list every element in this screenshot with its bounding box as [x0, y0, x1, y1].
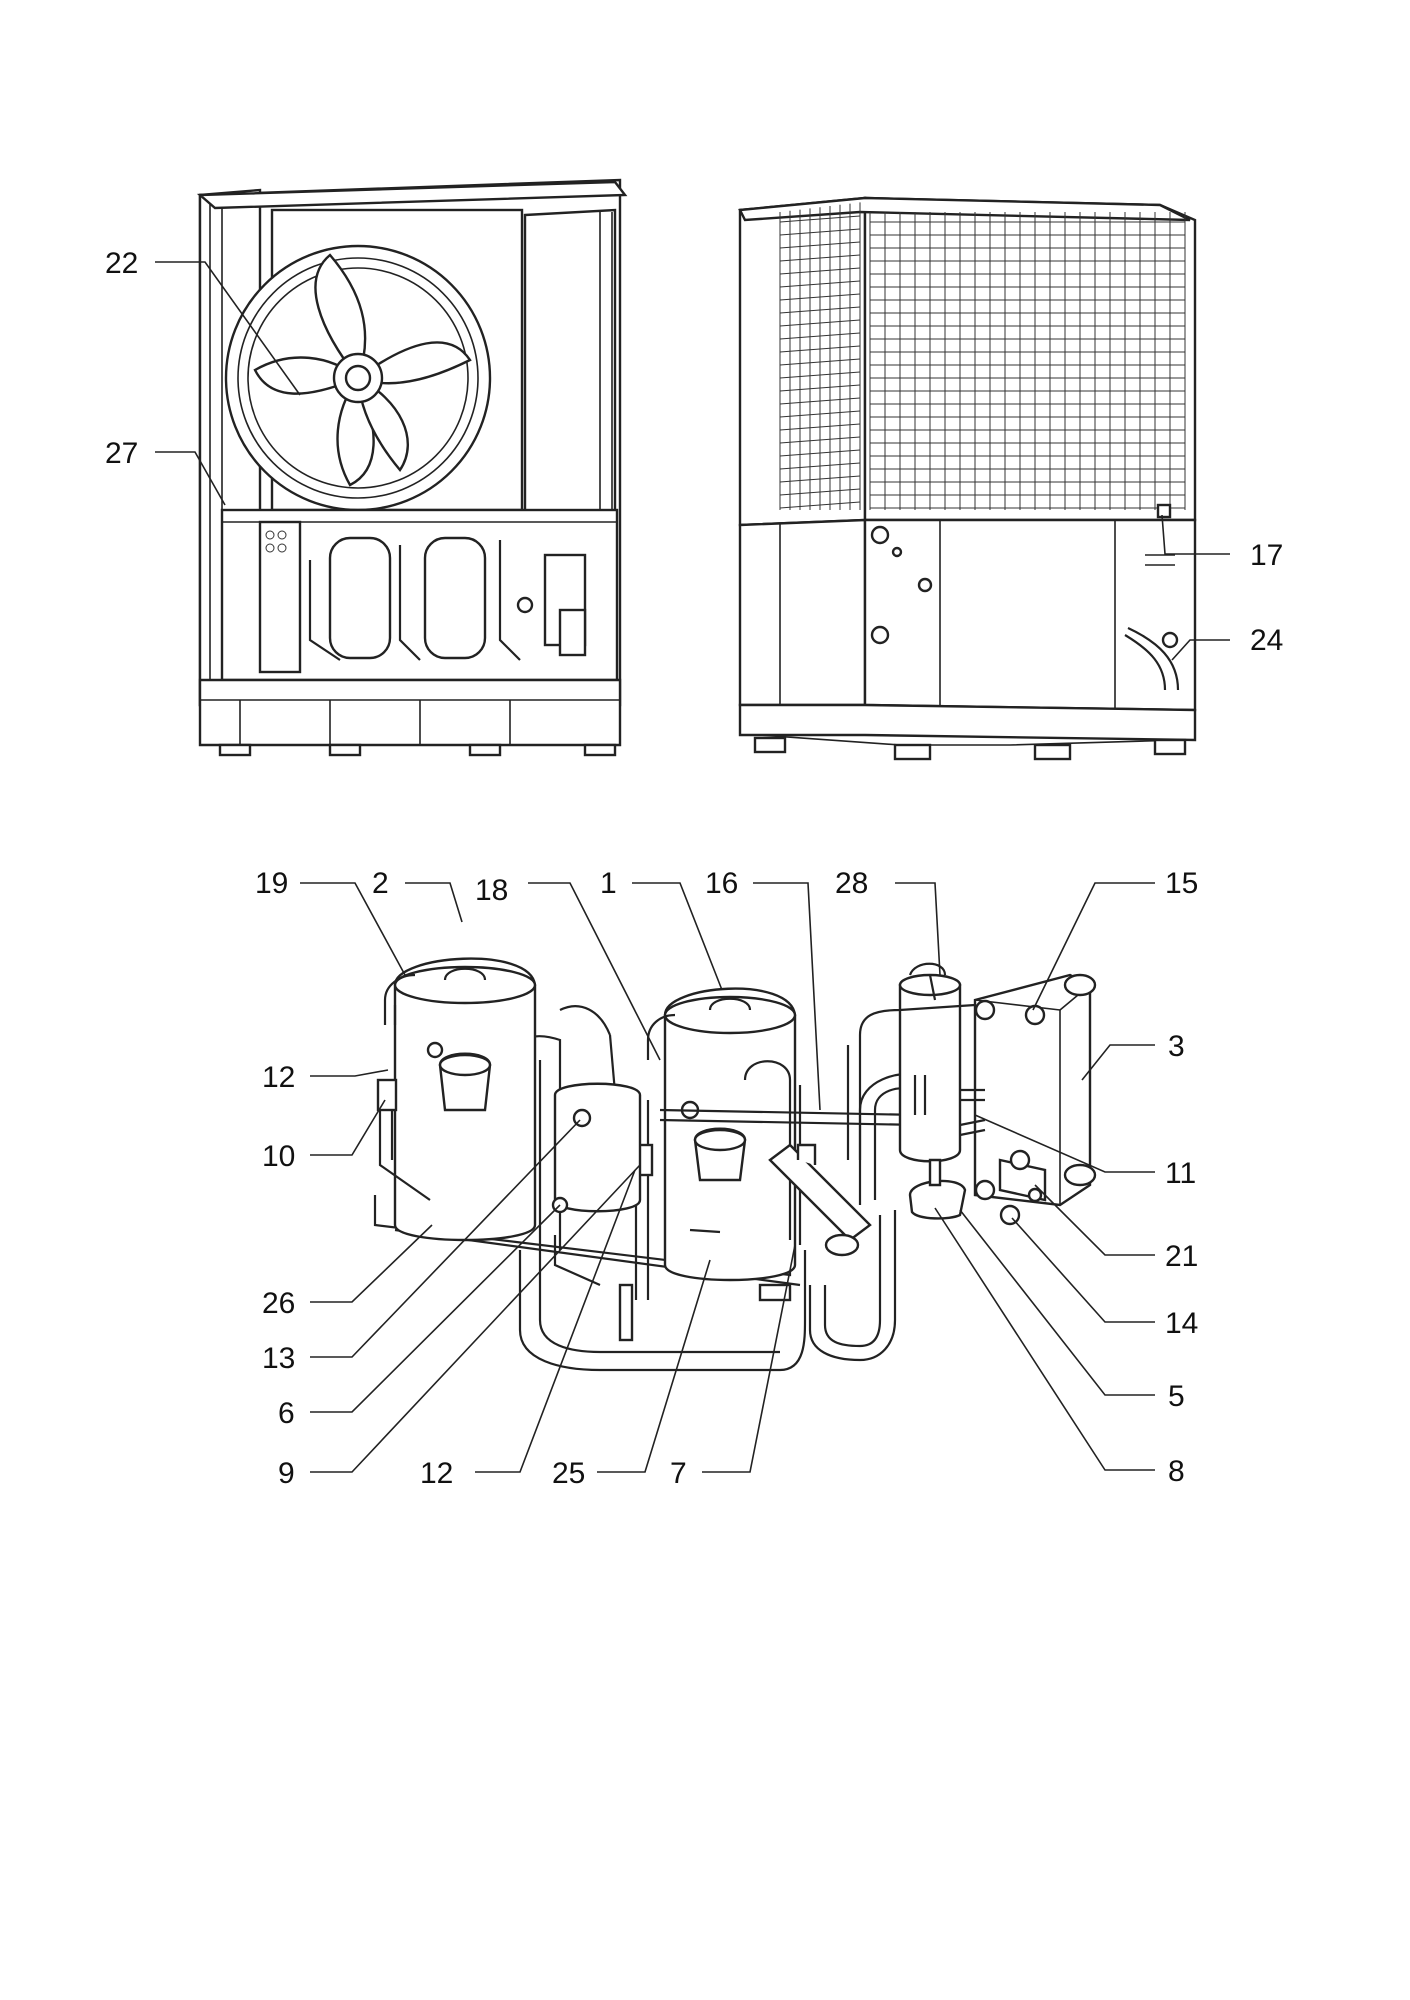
callout-26: 26	[262, 1287, 295, 1320]
callout-12-upper: 12	[262, 1061, 295, 1094]
callout-18: 18	[475, 874, 508, 907]
callout-16: 16	[705, 867, 738, 900]
callout-19: 19	[255, 867, 288, 900]
callout-21: 21	[1165, 1240, 1198, 1273]
leader-lines	[155, 261, 1230, 1473]
callout-2: 2	[372, 867, 389, 900]
callout-6: 6	[278, 1397, 295, 1430]
callout-22: 22	[105, 247, 138, 280]
callout-8: 8	[1168, 1455, 1185, 1488]
callout-labels: 22 27 17 24 19 2 18 1 16 28 15 12 10 26 …	[105, 247, 1283, 1490]
callout-24: 24	[1250, 624, 1283, 657]
callout-27: 27	[105, 437, 138, 470]
front-unit-drawing	[196, 178, 628, 757]
callout-12-lower: 12	[420, 1457, 453, 1490]
callout-28: 28	[835, 867, 868, 900]
refrigerant-circuit-drawing	[373, 957, 1097, 1372]
callout-3: 3	[1168, 1030, 1185, 1063]
callout-9: 9	[278, 1457, 295, 1490]
callout-1: 1	[600, 867, 617, 900]
rear-unit-drawing	[738, 196, 1197, 761]
callout-17: 17	[1250, 539, 1283, 572]
callout-13: 13	[262, 1342, 295, 1375]
callout-5: 5	[1168, 1380, 1185, 1413]
callout-7: 7	[670, 1457, 687, 1490]
callout-10: 10	[262, 1140, 295, 1173]
callout-25: 25	[552, 1457, 585, 1490]
callout-14: 14	[1165, 1307, 1198, 1340]
callout-15: 15	[1165, 867, 1198, 900]
callout-11: 11	[1165, 1157, 1196, 1190]
